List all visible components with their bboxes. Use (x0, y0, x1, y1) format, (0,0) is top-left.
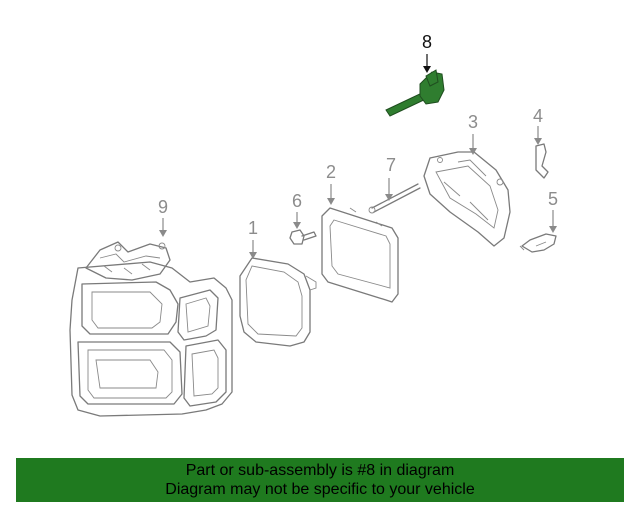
mounting-bracket-part (423, 151, 511, 247)
screw-part (289, 229, 317, 245)
banner-line-2: Diagram may not be specific to your vehi… (165, 481, 475, 498)
callout-5: 5 (548, 189, 558, 209)
callout-arrows (159, 54, 557, 259)
retaining-ring-part (321, 207, 399, 303)
parts-diagram: 1 2 3 4 5 6 7 8 9 (69, 32, 558, 417)
callout-3: 3 (468, 112, 478, 132)
clip-part (535, 143, 549, 179)
callout-4: 4 (533, 106, 543, 126)
headlamp-housing-part (69, 241, 233, 417)
adjuster-assembly-part-highlighted (385, 69, 445, 117)
spring-clip-part (519, 233, 557, 253)
callout-7: 7 (386, 155, 396, 175)
sealed-beam-lamp-part (239, 257, 317, 347)
callout-1: 1 (248, 218, 258, 238)
callout-6: 6 (292, 191, 302, 211)
banner-line-1: Part or sub-assembly is #8 in diagram (185, 462, 455, 479)
adjuster-rod-part (368, 183, 421, 214)
callout-9: 9 (158, 197, 168, 217)
callout-8: 8 (422, 32, 432, 52)
part-info-banner: Part or sub-assembly is #8 in diagram Di… (16, 458, 624, 502)
callout-2: 2 (326, 162, 336, 182)
